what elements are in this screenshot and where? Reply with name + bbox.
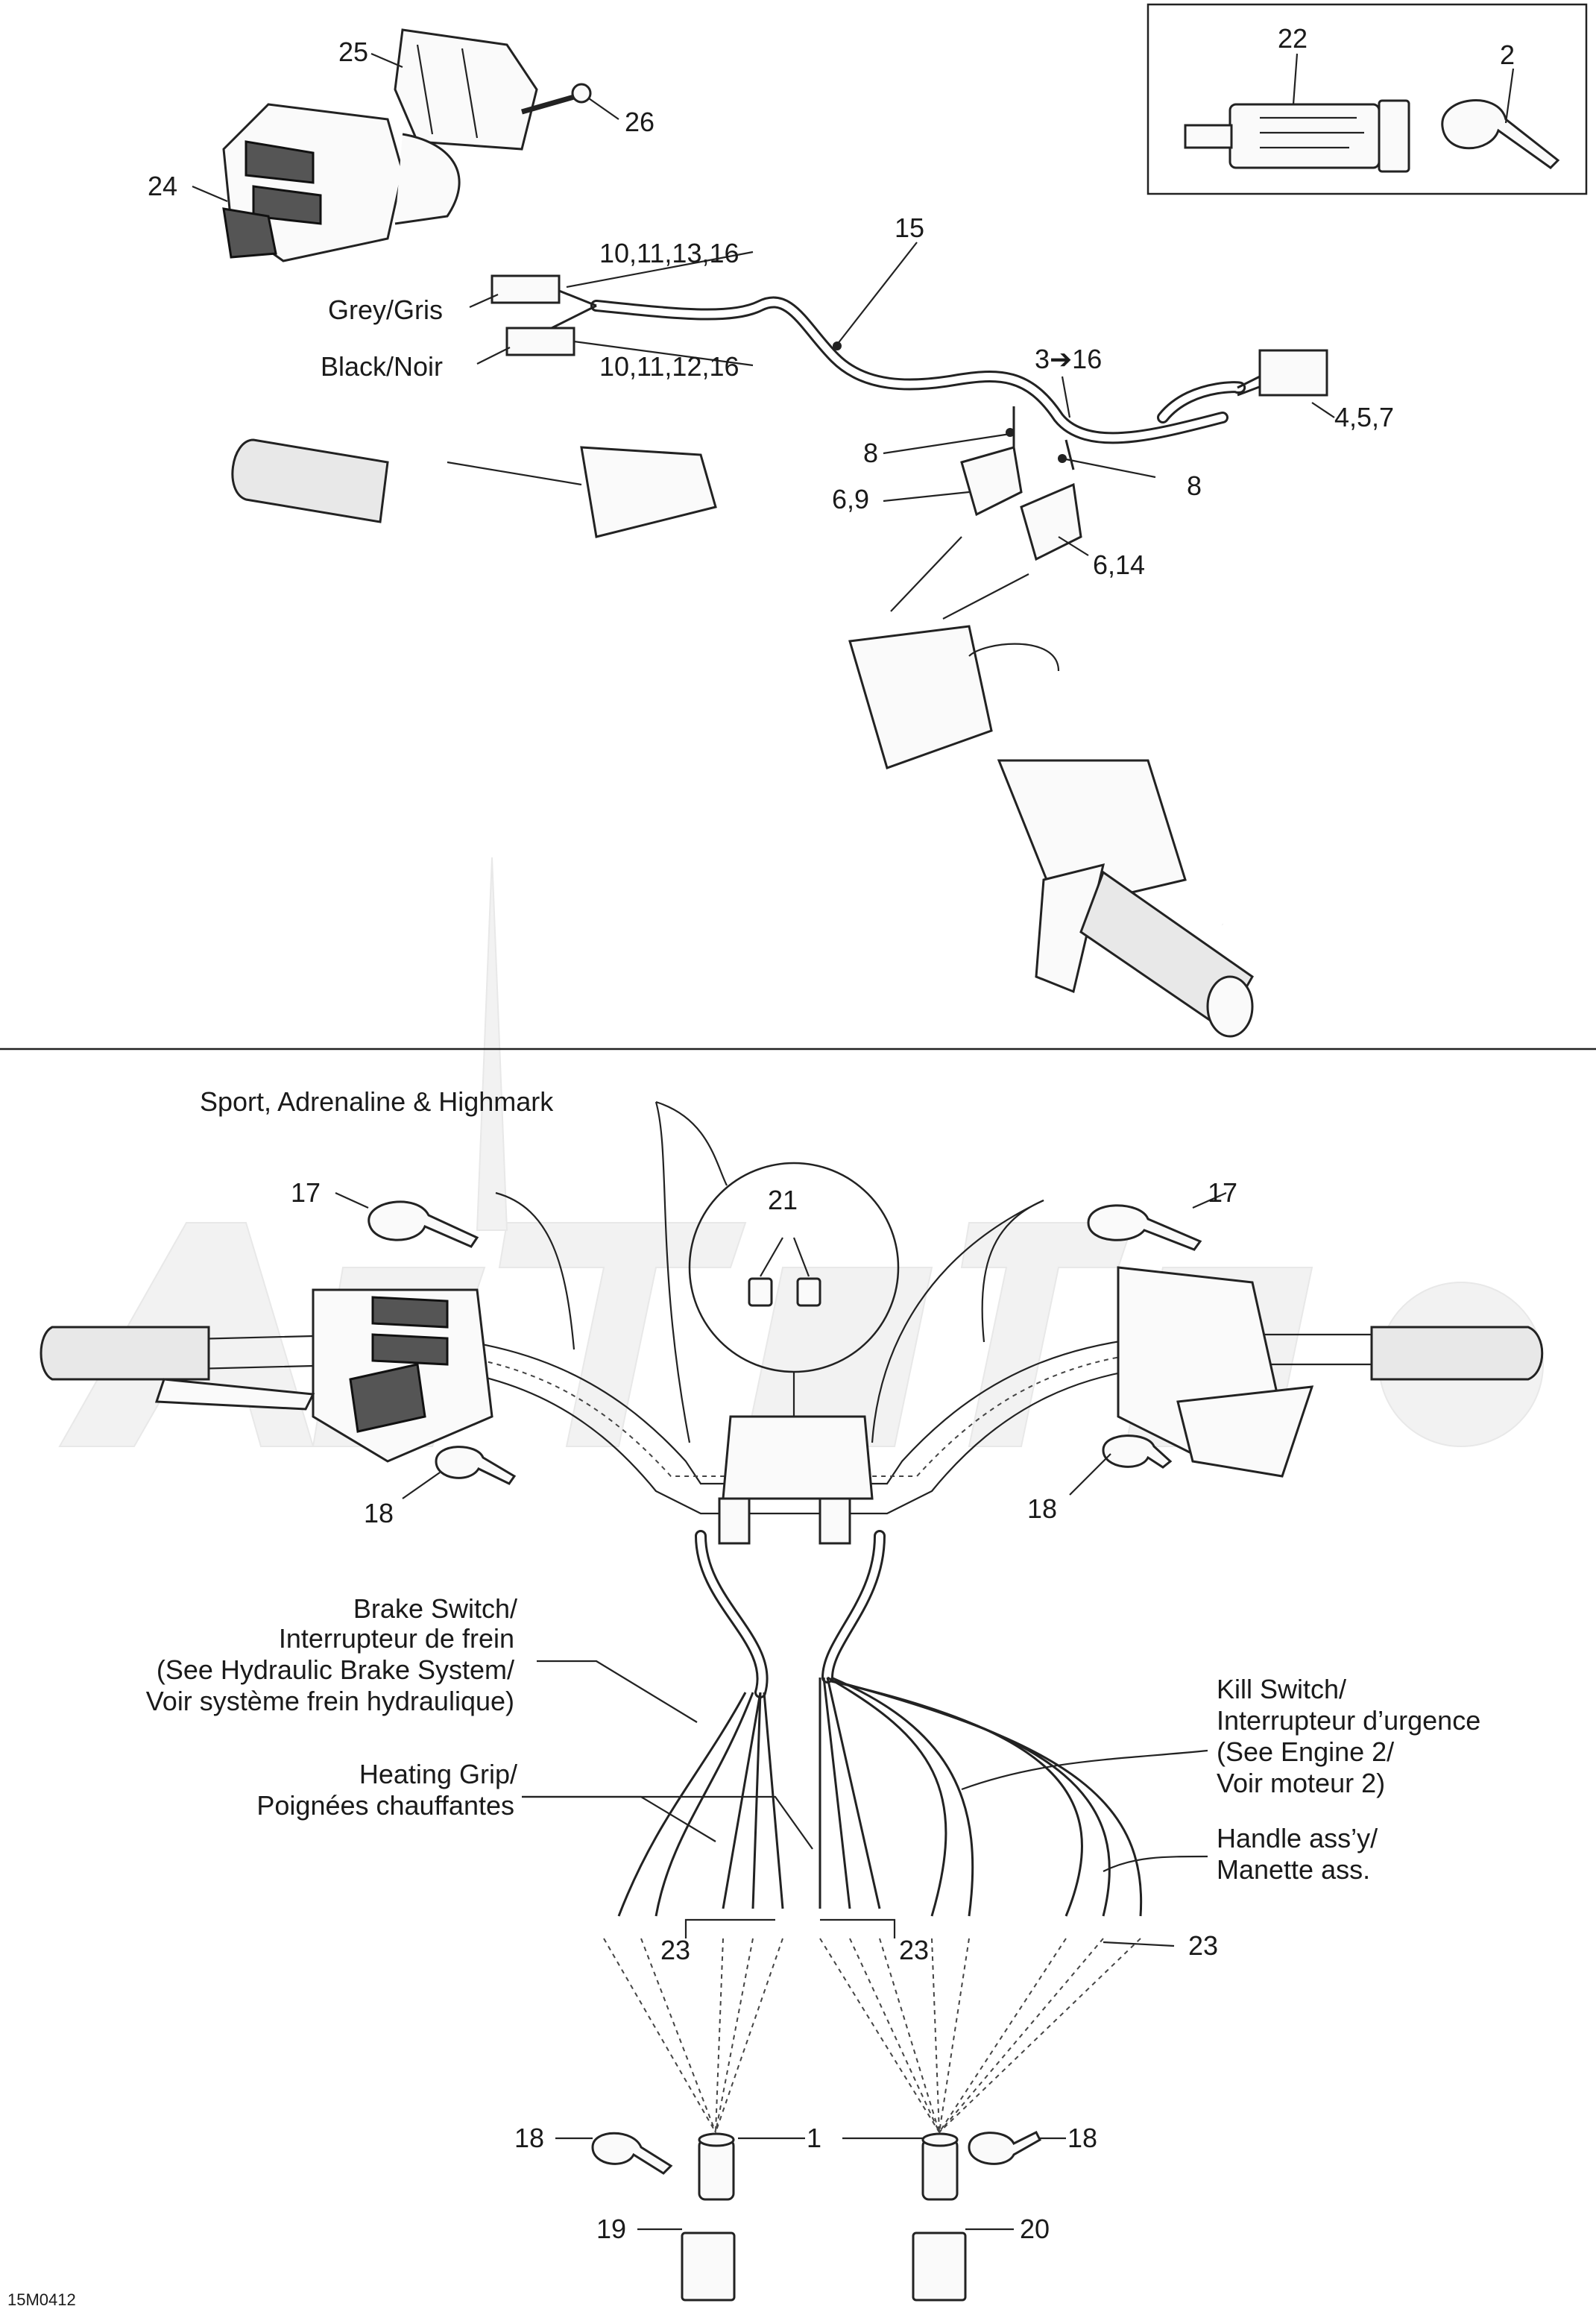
cable-tie-icon <box>368 1200 479 1248</box>
connector-6-9 <box>960 446 1023 517</box>
wiring-harness <box>551 289 1268 470</box>
svg-text:(See Hydraulic Brake System/: (See Hydraulic Brake System/ <box>157 1654 514 1685</box>
inset-box <box>1146 3 1588 195</box>
label-grey-gris: Grey/Gris <box>328 294 443 325</box>
label-4-5-7: 4,5,7 <box>1334 402 1394 432</box>
connector-20 <box>912 2231 967 2302</box>
label-17-left: 17 <box>291 1177 321 1208</box>
label-6-9: 6,9 <box>832 484 869 514</box>
callout-heating-grip: Heating Grip/ Poignées chauffantes <box>256 1759 517 1821</box>
label-21: 21 <box>768 1185 798 1215</box>
label-23-left: 23 <box>660 1935 690 1965</box>
callout-kill-switch: Kill Switch/ Interrupteur d’urgence (See… <box>1217 1674 1480 1798</box>
label-models-note: Sport, Adrenaline & Highmark <box>200 1086 554 1117</box>
svg-text:Voir moteur 2): Voir moteur 2) <box>1217 1768 1385 1798</box>
svg-text:Heating Grip/: Heating Grip/ <box>359 1759 517 1789</box>
label-10-11-12-16: 10,11,12,16 <box>599 351 739 382</box>
label-20: 20 <box>1020 2214 1050 2244</box>
callout-handle-assy: Handle ass’y/ Manette ass. <box>1217 1823 1378 1885</box>
connector-6-14 <box>1020 482 1082 561</box>
svg-text:(See Engine 2/: (See Engine 2/ <box>1217 1736 1394 1767</box>
svg-text:Interrupteur d’urgence: Interrupteur d’urgence <box>1217 1705 1480 1736</box>
clip <box>748 1277 773 1307</box>
cable-tie-icon <box>1441 99 1560 169</box>
label-23-middle: 23 <box>899 1935 929 1965</box>
pin-lines <box>603 1938 1141 2133</box>
figure-code: 15M0412 <box>7 2290 76 2309</box>
lower-harness <box>617 1530 1143 1917</box>
svg-text:Interrupteur de frein: Interrupteur de frein <box>279 1623 514 1654</box>
label-18-lower-left: 18 <box>514 2123 544 2153</box>
connector-grey <box>491 274 561 304</box>
clip <box>796 1277 821 1307</box>
connector-19 <box>681 2231 736 2302</box>
label-18-lower-right: 18 <box>1067 2123 1097 2153</box>
leader-lines <box>335 1100 1227 2231</box>
label-2: 2 <box>1500 40 1515 70</box>
watermark <box>58 857 1544 1447</box>
connector-main <box>1258 349 1328 397</box>
cable-tie-icon <box>1087 1204 1202 1251</box>
svg-text:Manette ass.: Manette ass. <box>1217 1854 1370 1885</box>
label-25: 25 <box>338 37 368 67</box>
label-23-right: 23 <box>1188 1930 1218 1961</box>
svg-text:Poignées chauffantes: Poignées chauffantes <box>256 1790 514 1821</box>
connector-black <box>505 327 575 356</box>
label-8-left: 8 <box>863 438 878 468</box>
handlebar-bottom <box>40 1266 1544 1545</box>
handlebar-top <box>231 438 1254 1038</box>
label-18-left: 18 <box>364 1498 394 1528</box>
label-24: 24 <box>148 171 177 201</box>
sleeve-left <box>698 2138 735 2201</box>
label-17-right: 17 <box>1208 1177 1237 1208</box>
label-26: 26 <box>625 107 655 137</box>
label-6-14: 6,14 <box>1093 549 1145 580</box>
switch-housing <box>222 28 538 262</box>
screw <box>521 83 592 115</box>
svg-text:Voir système frein hydraulique: Voir système frein hydraulique) <box>146 1686 514 1716</box>
label-3-16: 3➔16 <box>1035 344 1102 374</box>
label-10-11-13-16: 10,11,13,16 <box>599 238 739 268</box>
sleeve-right <box>921 2138 959 2201</box>
svg-text:Brake Switch/: Brake Switch/ <box>353 1593 517 1624</box>
svg-text:Kill Switch/: Kill Switch/ <box>1217 1674 1346 1704</box>
label-1: 1 <box>807 2123 821 2153</box>
grease-tube <box>1184 99 1410 173</box>
label-18-right: 18 <box>1027 1493 1057 1524</box>
label-19: 19 <box>596 2214 626 2244</box>
callout-brake-switch: Brake Switch/ Interrupteur de frein (See… <box>146 1593 517 1716</box>
label-black-noir: Black/Noir <box>321 351 443 382</box>
label-15: 15 <box>895 212 924 243</box>
label-8-right: 8 <box>1187 470 1202 501</box>
svg-text:Handle ass’y/: Handle ass’y/ <box>1217 1823 1378 1853</box>
label-22: 22 <box>1278 23 1308 54</box>
